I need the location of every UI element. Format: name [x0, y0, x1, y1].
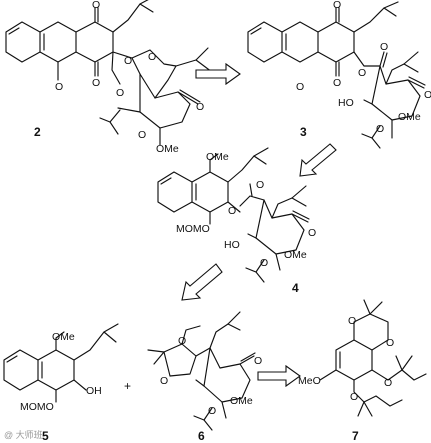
reaction-arrow-3 — [181, 263, 223, 301]
compound-7: O O O O MeO 7 — [298, 299, 427, 443]
atom-ome: OMe — [398, 111, 421, 123]
atom-momo: MOMO — [20, 401, 54, 413]
atom-o: O — [116, 87, 124, 99]
atom-o: O — [92, 77, 100, 89]
reaction-arrow-4 — [257, 364, 301, 388]
reaction-arrow-2 — [299, 143, 337, 177]
atom-o: O — [160, 375, 168, 387]
compound-label-6: 6 — [198, 429, 205, 443]
atom-momo: MOMO — [176, 223, 210, 235]
atom-oh: OH — [86, 385, 102, 397]
atom-o: O — [333, 0, 341, 11]
plus-sign: + — [124, 379, 131, 393]
atom-o: O — [208, 405, 216, 417]
compound-label-3: 3 — [300, 125, 307, 139]
atom-ho: HO — [224, 239, 240, 251]
compound-label-7: 7 — [352, 429, 359, 443]
atom-ome: OMe — [284, 249, 307, 261]
atom-ho: HO — [338, 97, 354, 109]
compound-label-2: 2 — [34, 125, 41, 139]
watermark: @ 大师班 — [4, 429, 43, 440]
atom-ome: OMe — [206, 151, 229, 163]
atom-o: O — [386, 337, 394, 349]
atom-o: O — [92, 0, 100, 11]
atom-o: O — [333, 77, 341, 89]
atom-o: O — [148, 51, 156, 63]
atom-meo: MeO — [298, 375, 321, 387]
atom-ome: OMe — [156, 143, 179, 155]
atom-o: O — [380, 41, 388, 53]
atom-o: O — [348, 315, 356, 327]
atom-o: O — [178, 335, 186, 347]
atom-o: O — [358, 67, 366, 79]
atom-o: O — [350, 391, 358, 403]
compound-6: O O O O OMe 6 — [147, 311, 262, 443]
atom-o: O — [228, 205, 236, 217]
compound-label-4: 4 — [292, 281, 299, 295]
atom-o: O — [296, 81, 304, 93]
atom-o: O — [376, 123, 384, 135]
compound-label-5: 5 — [42, 429, 49, 443]
atom-o: O — [124, 55, 132, 67]
atom-ome: OMe — [52, 331, 75, 343]
compound-5: OMe OH MOMO 5 — [3, 323, 119, 443]
atom-ome: OMe — [230, 395, 253, 407]
atom-o: O — [55, 81, 63, 93]
atom-o: O — [384, 377, 392, 389]
compound-4: OMe MOMO O O O O HO OMe 4 — [157, 147, 316, 295]
compound-2: O O O O O O O O OMe 2 — [5, 0, 213, 155]
atom-o: O — [308, 227, 316, 239]
compound-3: O O O O O O O HO OMe 3 — [247, 0, 431, 149]
atom-o: O — [424, 89, 431, 101]
atom-o: O — [254, 355, 262, 367]
atom-o: O — [138, 129, 146, 141]
reaction-arrow-1 — [195, 62, 241, 86]
atom-o: O — [260, 257, 268, 269]
atom-o: O — [196, 101, 204, 113]
atom-o: O — [256, 179, 264, 191]
